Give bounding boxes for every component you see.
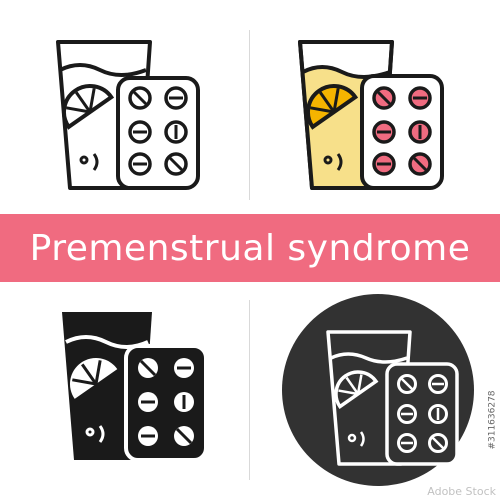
icon-linear (0, 0, 250, 240)
stock-id-text: #311636278 (488, 390, 499, 450)
water-and-pills-linear-icon (56, 40, 200, 190)
icon-glyph (0, 280, 250, 500)
water-and-pills-glyph-icon (62, 312, 208, 462)
icon-color (250, 0, 500, 240)
banner-title: Premenstrual syndrome (29, 227, 471, 269)
divider-bottom (249, 300, 250, 480)
stock-id-strip: #311636278 (486, 340, 500, 500)
title-banner: Premenstrual syndrome (0, 214, 500, 282)
water-and-pills-circle-icon (282, 294, 474, 486)
watermark-text: Adobe Stock (427, 485, 496, 498)
divider-top (249, 30, 250, 200)
water-and-pills-color-icon (298, 40, 444, 190)
icon-circle (250, 280, 500, 500)
